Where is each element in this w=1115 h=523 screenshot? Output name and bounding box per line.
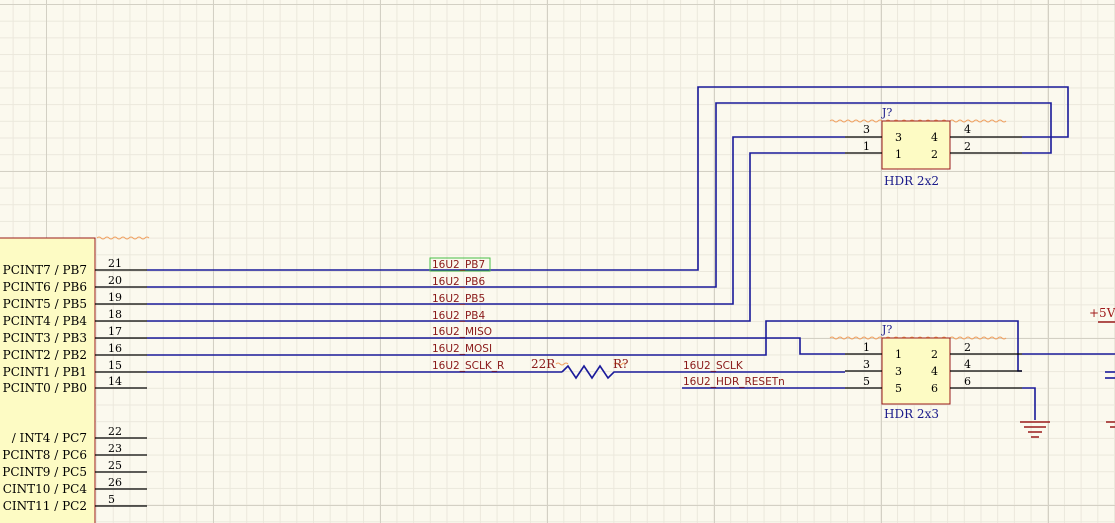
- hdr2x2-outer-4: 4: [964, 123, 971, 136]
- hdr2x3-inner-5: 5: [895, 382, 902, 395]
- net-label-sclk-r[interactable]: 16U2_SCLK_R: [432, 360, 504, 372]
- hdr2x3-inner-6: 6: [931, 382, 938, 395]
- ic-pin-21-number: 21: [108, 257, 122, 270]
- hdr2x2-body[interactable]: [881, 120, 951, 170]
- hdr2x3-inner-2: 2: [931, 348, 938, 361]
- hdr2x3-outer-6: 6: [964, 375, 971, 388]
- ground-symbol-partial: [1106, 421, 1115, 428]
- ic-pin-23-number: 23: [108, 442, 122, 455]
- wire-pb6[interactable]: [147, 102, 1052, 288]
- ic-pin-15-name: PCINT1 / PB1: [3, 365, 87, 379]
- ic-pin-20-number: 20: [108, 274, 122, 287]
- hdr2x3-outer-1: 1: [863, 341, 870, 354]
- wire-pb5[interactable]: [147, 136, 845, 305]
- ic-pin-22-number: 22: [108, 425, 122, 438]
- hdr2x2-inner-2: 2: [931, 148, 938, 161]
- net-label-miso[interactable]: 16U2_MISO: [432, 326, 492, 338]
- hdr2x3-comment[interactable]: HDR 2x3: [884, 407, 939, 421]
- net-label-mosi[interactable]: 16U2_MOSI: [432, 343, 492, 355]
- resistor-designator[interactable]: R?: [613, 357, 628, 371]
- wire-pb4[interactable]: [147, 152, 845, 322]
- ic-pin-14-number: 14: [108, 375, 122, 388]
- net-label-pb6[interactable]: 16U2_PB6: [432, 276, 486, 288]
- ic-pin-26-name: CINT10 / PC4: [3, 482, 88, 496]
- ic-body[interactable]: [0, 237, 96, 523]
- ic-pin-15-number: 15: [108, 359, 122, 372]
- hdr2x2-inner-4: 4: [931, 131, 938, 144]
- wire-pb7[interactable]: [147, 86, 1069, 271]
- hdr2x3-outer-3: 3: [863, 358, 870, 371]
- ic-pin-16-name: PCINT2 / PB2: [3, 348, 87, 362]
- resistor-selection-squiggle: [555, 362, 569, 366]
- hdr2x2-inner-3: 3: [895, 131, 902, 144]
- resistor-value[interactable]: 22R: [531, 357, 556, 371]
- hdr2x2-outer-3: 3: [863, 123, 870, 136]
- ic-selection-squiggle: [96, 236, 150, 240]
- net-labels: 16U2_PB7 16U2_PB6 16U2_PB5 16U2_PB4 16U2…: [429, 257, 785, 388]
- wire-gnd[interactable]: [1022, 387, 1036, 420]
- hdr2x2-outer-1: 1: [863, 140, 870, 153]
- net-label-pb5[interactable]: 16U2_PB5: [432, 293, 485, 305]
- ic-pin-23-name: PCINT8 / PC6: [2, 448, 87, 462]
- hdr2x3-inner-3: 3: [895, 365, 902, 378]
- resistor-zigzag[interactable]: [561, 364, 620, 380]
- ic-pin-19-name: PCINT5 / PB5: [3, 297, 87, 311]
- header-2x3[interactable]: J? 1 1 2 2 3 3 4 4 5 5 6 6 HDR 2x3: [829, 323, 1022, 421]
- ic-pin-5-number: 5: [108, 493, 115, 506]
- ic-atmega16u2[interactable]: 21 PCINT7 / PB7 20 PCINT6 / PB6 19 PCINT5 / P…: [0, 236, 150, 523]
- ic-pin-14-name: PCINT0 / PB0: [3, 381, 87, 395]
- hdr2x3-inner-1: 1: [895, 348, 902, 361]
- net-label-pb7[interactable]: 16U2_PB7: [432, 259, 485, 271]
- power-5v-label[interactable]: +5V: [1089, 306, 1115, 320]
- hdr2x3-outer-2: 2: [964, 341, 971, 354]
- hdr2x2-comment[interactable]: HDR 2x2: [884, 174, 939, 188]
- hdr2x2-designator[interactable]: J?: [881, 106, 892, 119]
- ic-pins: 21 PCINT7 / PB7 20 PCINT6 / PB6 19 PCINT5 / P…: [2, 257, 147, 513]
- net-label-hdr-reset[interactable]: 16U2_HDR_RESETn: [683, 376, 785, 388]
- header-2x2[interactable]: J? 3 3 4 4 1 1 2 2 HDR 2x2: [829, 106, 1022, 188]
- net-label-pb4[interactable]: 16U2_PB4: [432, 310, 486, 322]
- wires: [147, 86, 1115, 420]
- ic-pin-22-name: / INT4 / PC7: [12, 431, 87, 445]
- net-label-selection: [429, 257, 491, 272]
- ic-pin-17-number: 17: [108, 325, 122, 338]
- ic-pin-21-name: PCINT7 / PB7: [3, 263, 87, 277]
- wire-miso[interactable]: [147, 337, 845, 355]
- ic-pin-18-name: PCINT4 / PB4: [3, 314, 88, 328]
- hdr2x2-outer-2: 2: [964, 140, 971, 153]
- ic-pin-19-number: 19: [108, 291, 122, 304]
- ic-pin-16-number: 16: [108, 342, 122, 355]
- net-label-sclk[interactable]: 16U2_SCLK: [683, 360, 744, 372]
- ic-pin-20-name: PCINT6 / PB6: [3, 280, 87, 294]
- hdr2x3-inner-4: 4: [931, 365, 938, 378]
- hdr2x3-outer-4: 4: [964, 358, 971, 371]
- hdr2x3-body[interactable]: [881, 337, 951, 405]
- ic-pin-5-name: CINT11 / PC2: [3, 499, 87, 513]
- ic-pin-25-name: PCINT9 / PC5: [2, 465, 87, 479]
- hdr2x3-outer-5: 5: [863, 375, 870, 388]
- resistor-selection-squiggle-2: [613, 362, 627, 366]
- ic-pin-17-name: PCINT3 / PB3: [3, 331, 87, 345]
- ic-pin-25-number: 25: [108, 459, 122, 472]
- ground-symbol[interactable]: [1020, 421, 1050, 438]
- ic-pin-18-number: 18: [108, 308, 122, 321]
- resistor-r[interactable]: 22R R?: [531, 357, 628, 380]
- ic-pin-26-number: 26: [108, 476, 122, 489]
- power-5v[interactable]: +5V: [1089, 306, 1115, 379]
- hdr2x2-inner-1: 1: [895, 148, 902, 161]
- hdr2x3-designator[interactable]: J?: [881, 323, 892, 336]
